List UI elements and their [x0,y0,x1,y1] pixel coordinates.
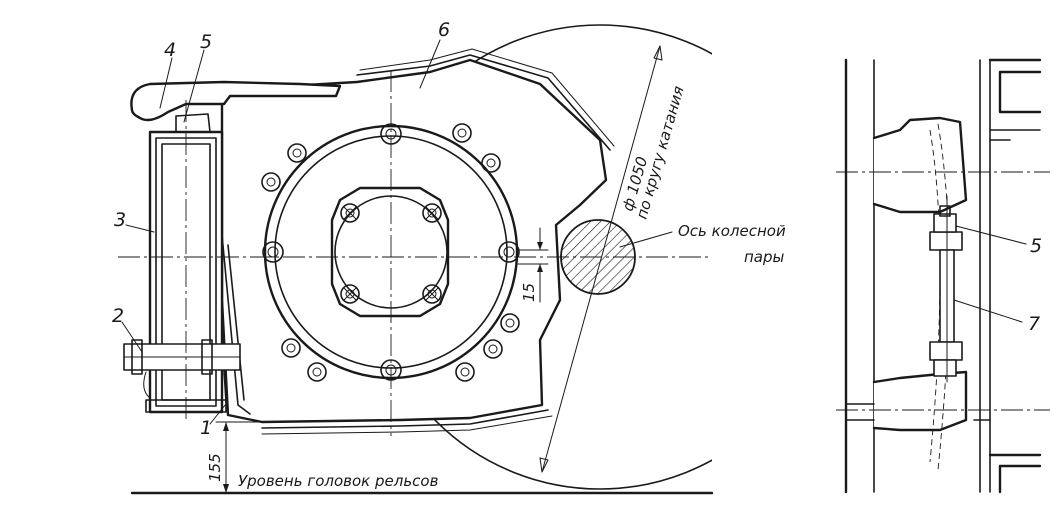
central-boss [330,186,450,318]
rail-level-label: Уровень головок рельсов [238,472,439,490]
callout-2: 2 [112,305,124,327]
diameter-dimension-line [541,45,661,473]
diameter-note: по кругу катания [633,84,688,221]
axle-label-line1: Ось колесной [678,222,786,240]
side-plate [221,234,251,415]
gap-dimension [517,227,549,303]
bracket-hook [130,80,342,122]
callout-1: 1 [200,417,212,439]
callout-5-side: 5 [1030,235,1042,257]
callout-leaders [121,39,441,425]
axle-leader [619,231,673,248]
height-dimension [215,421,261,494]
main-view: 4 5 6 3 2 1 ф 1050 по кругу катания Ось … [112,19,786,495]
bottom-strip [261,409,549,429]
lower-block [872,370,968,432]
tie-bolt [929,195,963,383]
pin-assembly [123,339,241,399]
callout-6: 6 [438,19,450,41]
callout-5-main: 5 [200,31,212,53]
gap-label: 15 [520,283,538,302]
side-view: 5 7 [836,58,1050,494]
height-label: 155 [206,453,224,482]
inner-bolts [340,203,442,304]
upper-block [872,116,968,214]
callout-7: 7 [1028,313,1040,335]
callout-4: 4 [164,39,176,61]
top-cover-strip [356,54,611,151]
callout-3: 3 [114,209,126,231]
axle-label-line2: пары [744,248,785,266]
